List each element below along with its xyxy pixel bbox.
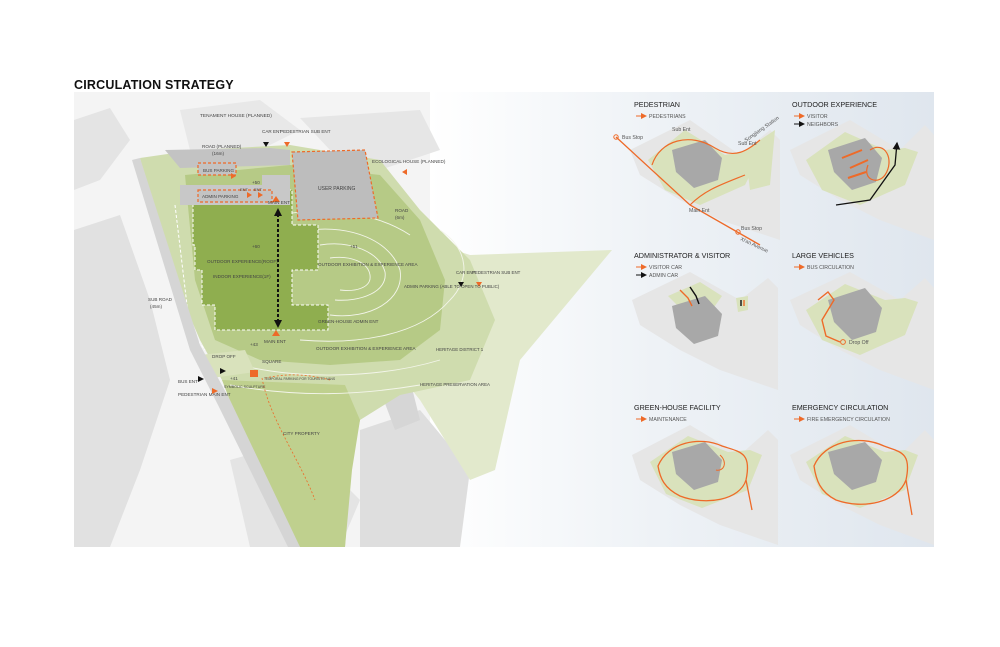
label-elev-51: +51 [350, 244, 358, 249]
mini-map-legend: NEIGHBORS [807, 122, 839, 128]
label-city-property: CITY PROPERTY [283, 431, 320, 436]
label-outdoor-exhibition-2: OUTDOOR EXHIBITION & EXPERIENCE AREA [316, 346, 416, 351]
mini-map-note: Bus Stop [622, 135, 643, 141]
label-road-right: ROAD [395, 208, 409, 213]
mini-map-legend: FIRE EMERGENCY CIRCULATION [807, 417, 890, 423]
mini-map-legend: BUS CIRCULATION [807, 265, 854, 271]
label-bus-ent: BUS ENT [178, 379, 198, 384]
mini-map-legend: VISITOR CAR [649, 265, 682, 271]
label-drop-off: DROP OFF [212, 354, 236, 359]
label-admin-parking: ADMIN PARKING [202, 194, 239, 199]
mini-map-note: Sub Ent [738, 141, 757, 147]
label-entry-b: ENT [254, 187, 263, 192]
mini-map-legend: VISITOR [807, 114, 828, 120]
car-ent-marker-right [458, 282, 464, 287]
mini-map-note: Sub Ent [672, 127, 691, 133]
mini-map-note: Drop Off [849, 340, 869, 346]
label-indoor-experience: INDOOR EXPERIENCE(1F) [213, 274, 271, 279]
label-road-right-width: (6m) [395, 215, 405, 220]
car-ent-marker-top [263, 142, 269, 147]
mini-map-title: EMERGENCY CIRCULATION [792, 403, 888, 412]
ped-main-ent-marker [212, 388, 218, 394]
ped-ent-marker-top [284, 142, 290, 147]
mini-map-note: Bus Stop [741, 226, 762, 232]
label-user-parking: USER PARKING [318, 186, 356, 192]
bus-parking-lot [197, 162, 237, 176]
page-title: CIRCULATION STRATEGY [74, 78, 234, 92]
admin-parking-lot [197, 189, 273, 203]
symbolic-sculpture-marker [250, 370, 258, 377]
mini-map-legend: MAINTENANCE [649, 417, 687, 423]
label-ped-main-ent: PEDESTRIAN MAIN ENT [178, 392, 231, 397]
label-symbolic-sculpture: SYMBOLIC SCULPTURE [224, 385, 266, 389]
label-tenament-house: TENAMENT HOUSE (PLANNED) [200, 113, 272, 119]
mini-map-legend: ADMIN CAR [649, 273, 678, 279]
mini-map-title: OUTDOOR EXPERIENCE [792, 100, 877, 109]
label-green-house-admin: GREEN-HOUSE ADMIN ENT [318, 319, 379, 324]
bus-ent-marker [198, 376, 204, 382]
label-bus-parking: BUS PARKING [203, 168, 234, 173]
label-main-ent-top: MAIN ENT [268, 200, 290, 205]
label-admin-parking-public: ADMIN PARKING (ABLE TO OPEN TO PUBLIC) [404, 284, 500, 289]
planned-road [165, 148, 290, 168]
label-square: SQUARE [262, 359, 281, 364]
label-temporal-parking: TEMPORAL PARKING FOR TOURISTS' VANS [264, 377, 336, 381]
label-entry-a: ENT [240, 187, 249, 192]
label-heritage-district: HERITAGE DISTRICT 1 [436, 347, 484, 352]
mini-map-note: Main Ent [689, 208, 710, 214]
mini-map-title: LARGE VEHICLES [792, 251, 854, 260]
label-sub-road: SUB ROAD [148, 297, 173, 302]
mini-map-title: ADMINISTRATOR & VISITOR [634, 251, 730, 260]
label-ped-sub-ent-top: PEDESTRIAN SUB ENT [280, 129, 331, 134]
main-ent-marker-bottom [272, 330, 280, 336]
building-footprint [192, 189, 329, 331]
label-car-ent-top: CAR ENT [262, 129, 282, 134]
label-ped-sub-ent-right: PEDESTRIAN SUB ENT [472, 270, 521, 275]
ped-ent-marker-right [476, 282, 482, 287]
label-ecological-house: ECOLOGICAL HOUSE (PLANNED) [372, 159, 446, 164]
site-plan [132, 142, 612, 547]
label-road-planned-width: (16m) [212, 151, 224, 156]
mini-map-title: GREEN-HOUSE FACILITY [634, 403, 721, 412]
mini-map-title: PEDESTRIAN [634, 100, 680, 109]
mini-maps: PEDESTRIAN PEDESTRIANS Bus Stop Sub Ent … [613, 100, 934, 545]
label-car-ent-right: CAR ENT [456, 270, 476, 275]
contour-lines [229, 210, 465, 395]
label-elev-43: +43 [250, 342, 258, 347]
mini-map-emergency: EMERGENCY CIRCULATION FIRE EMERGENCY CIR… [790, 403, 934, 545]
mini-map-legend: PEDESTRIANS [649, 114, 686, 120]
mini-map-admin-visitor: ADMINISTRATOR & VISITOR VISITOR CAR ADMI… [632, 251, 778, 390]
label-outdoor-roof: OUTDOOR EXPERIENCE(ROOF) [207, 259, 278, 264]
sub-road [132, 158, 300, 547]
label-sub-road-width: (45m) [150, 304, 162, 309]
label-elev-41: +41 [230, 376, 238, 381]
site-labels: TENAMENT HOUSE (PLANNED) ROAD (PLANNED) … [148, 113, 521, 436]
mini-map-green-house: GREEN-HOUSE FACILITY MAINTENANCE [632, 403, 778, 545]
label-heritage-preservation: HERITAGE PRESERVATION AREA [420, 382, 490, 387]
mini-map-outdoor-experience: OUTDOOR EXPERIENCE VISITOR NEIGHBORS [790, 100, 934, 240]
user-parking-lot [291, 149, 379, 221]
label-elev-60: +60 [252, 244, 260, 249]
mini-map-large-vehicles: LARGE VEHICLES BUS CIRCULATION Drop Off [790, 251, 934, 390]
city-property-zone [222, 380, 360, 547]
label-outdoor-exhibition-1: OUTDOOR EXHIBITION & EXPERIENCE AREA [318, 262, 418, 267]
label-main-ent-bottom: MAIN ENT [264, 339, 286, 344]
label-road-planned: ROAD (PLANNED) [202, 144, 242, 149]
label-elev-50: +50 [252, 180, 260, 185]
main-ent-marker-top [272, 196, 280, 202]
